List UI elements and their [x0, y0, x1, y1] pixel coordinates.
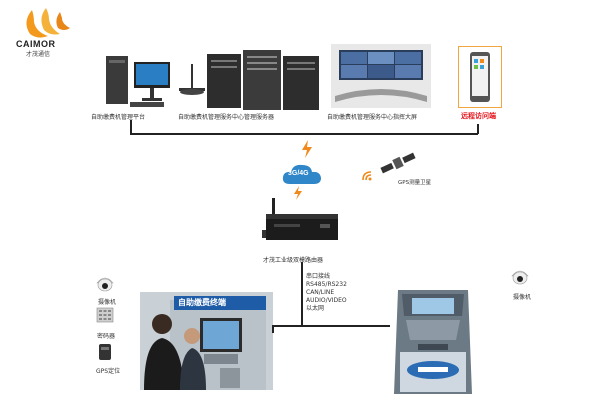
interface-item: 以太网 [306, 305, 325, 312]
satellite-icon [380, 152, 416, 174]
camera-right-label: 摄像机 [513, 294, 532, 301]
logo-mark-icon [26, 8, 70, 38]
interface-item: 串口接线 [306, 273, 331, 280]
logo-sub-text: 才茂通信 [26, 51, 51, 58]
gps-module-icon [99, 344, 111, 360]
terminal-photo: 自助缴费终端 [140, 292, 273, 390]
smartphone-icon [470, 52, 490, 102]
camera-left-label: 摄像机 [98, 299, 117, 306]
gps-satellite-label: GPS测量卫星 [398, 180, 432, 186]
terminal-drop-line [272, 325, 274, 333]
control-room-image [331, 44, 431, 108]
lightning-icon [294, 186, 302, 200]
atm-machine [388, 286, 478, 396]
lightning-icon [302, 140, 312, 158]
control-room-label: 自助缴费机管理服务中心指挥大屏 [327, 114, 418, 121]
router-stem-line [301, 262, 303, 326]
camera-icon [96, 277, 114, 292]
phone-label: 远程访问端 [461, 112, 496, 120]
router-device [262, 196, 342, 244]
keypad-label: 密码器 [97, 333, 116, 340]
interface-item: AUDIO/VIDEO [306, 297, 347, 304]
phone-drop-line [477, 124, 479, 134]
camera-icon [511, 270, 529, 285]
logo-brand-text: CAIMOR [16, 39, 56, 49]
pc-label: 自助缴费机管理平台 [91, 114, 146, 121]
top-bus-line [130, 133, 478, 135]
server-rack [175, 44, 325, 112]
caimor-logo: CAIMOR 才茂通信 [16, 6, 78, 58]
phone-frame [458, 46, 502, 108]
router-label: 才茂工业级双模路由器 [263, 257, 324, 264]
bottom-bus-line [272, 325, 390, 327]
wifi-signal-icon [362, 171, 372, 181]
interface-item: CAN/LINE [306, 289, 335, 296]
servers-label: 自助缴费机管理服务中心管理服务器 [178, 114, 275, 121]
terminal-sign: 自助缴费终端 [178, 298, 226, 307]
pc-drop-line [130, 120, 132, 134]
interface-list: 串口接线 RS485/RS232 CAN/LINE AUDIO/VIDEO 以太… [306, 273, 347, 313]
pc-workstation [100, 52, 180, 110]
gps-module-label: GPS定位 [96, 368, 121, 375]
interface-item: RS485/RS232 [306, 281, 347, 288]
cloud-icon [282, 164, 321, 184]
cloud-label: 3G/4G [288, 170, 309, 177]
keypad-icon [96, 307, 114, 323]
cloud-3g4g: 3G/4G [280, 160, 324, 188]
